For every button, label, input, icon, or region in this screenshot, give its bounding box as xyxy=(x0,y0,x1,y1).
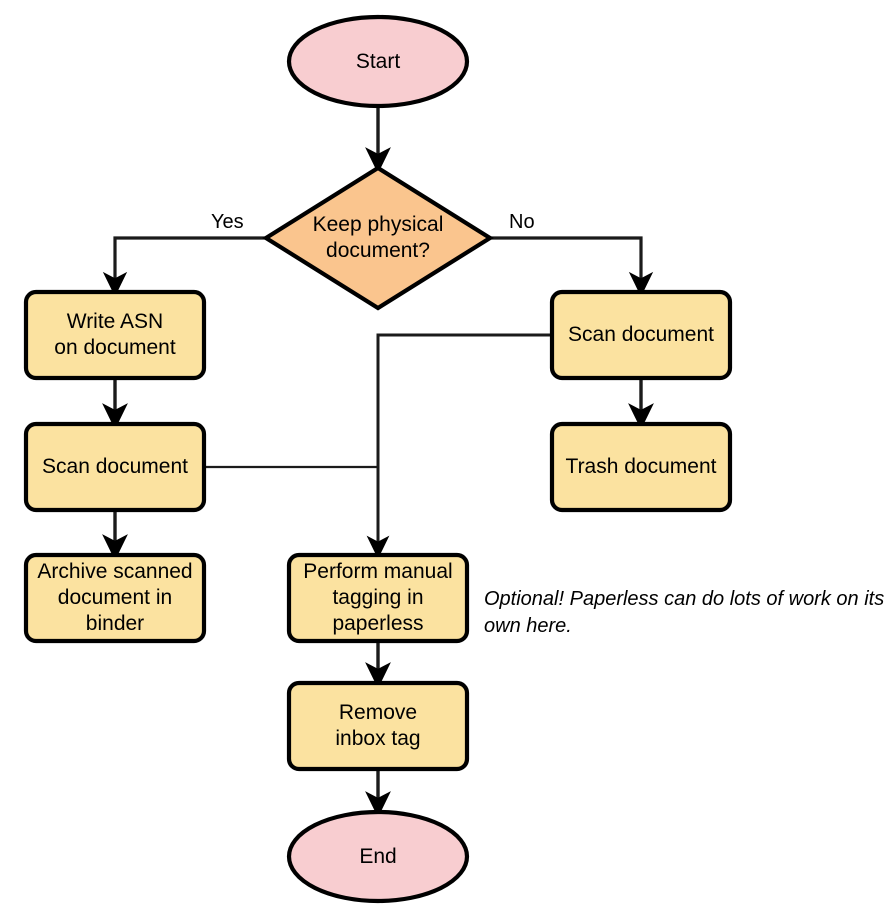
nodes-layer xyxy=(23,14,733,904)
node-end[interactable] xyxy=(286,809,470,904)
node-scan-document-left[interactable] xyxy=(23,421,207,513)
node-keep-physical-document[interactable] xyxy=(262,165,494,311)
node-archive-scanned-document[interactable] xyxy=(23,552,207,644)
node-scan-document-right[interactable] xyxy=(549,289,733,381)
edge-decision-yes xyxy=(102,236,266,297)
edges-layer xyxy=(102,106,654,818)
edge-label-no: No xyxy=(509,211,535,233)
edge-label-yes: Yes xyxy=(211,211,244,233)
node-remove-inbox-tag[interactable] xyxy=(286,680,470,772)
node-trash-document[interactable] xyxy=(549,421,733,513)
annotation-optional-note: Optional! Paperless can do lots of work … xyxy=(484,588,885,637)
node-perform-manual-tagging[interactable] xyxy=(286,552,470,644)
node-write-asn[interactable] xyxy=(23,289,207,381)
node-start[interactable] xyxy=(286,14,470,109)
edge-decision-no xyxy=(490,236,654,297)
edge-scan-right-to-tagging xyxy=(366,333,552,560)
